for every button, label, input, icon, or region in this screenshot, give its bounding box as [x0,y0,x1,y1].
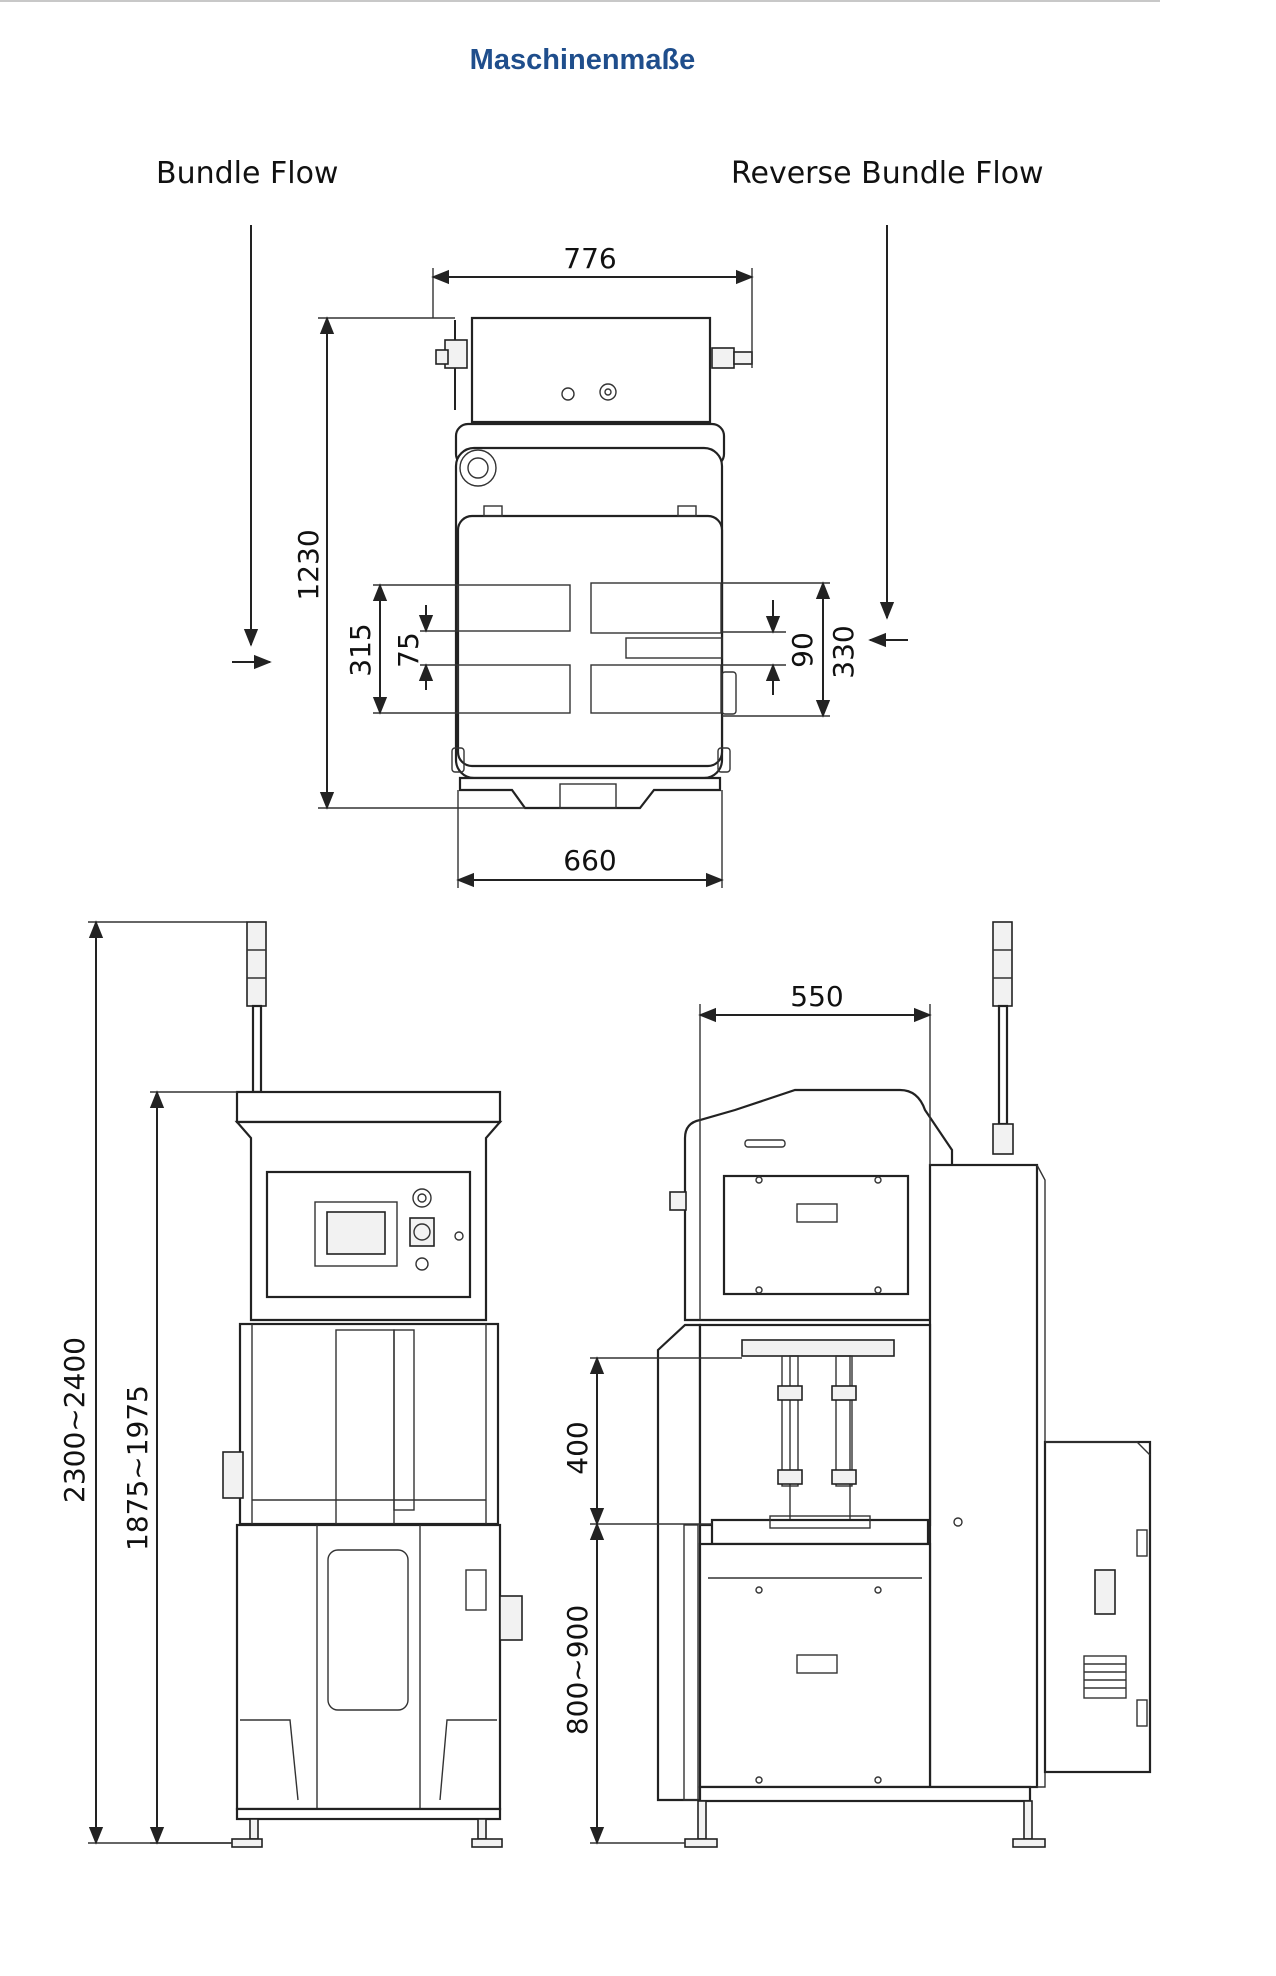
dimension-330: 330 [722,581,860,718]
dim-75-text: 75 [392,632,425,668]
dimension-776: 776 [431,242,754,368]
dimension-400: 400 [561,1356,742,1526]
bundle-flow-label: Bundle Flow [156,156,339,191]
top-view-machine [435,316,753,810]
dimension-90: 90 [722,600,819,695]
dim-800-900-text: 800~900 [561,1605,594,1735]
dimension-2300-2400: 2300~2400 [58,920,247,1845]
dimension-800-900: 800~900 [561,1522,685,1845]
page-title: Maschinenmaße [469,44,696,76]
dimension-660: 660 [456,790,724,888]
dim-315-text: 315 [344,623,377,676]
dim-660-text: 660 [563,844,616,877]
side-view-machine [656,921,1152,1848]
dim-2300-2400-text: 2300~2400 [58,1337,91,1503]
dim-1230-text: 1230 [292,529,325,600]
dimension-315: 315 [344,583,458,715]
dim-90-text: 90 [786,632,819,668]
dim-550-text: 550 [790,980,843,1013]
dimension-550: 550 [698,980,932,1320]
dimension-75: 75 [392,605,458,690]
reverse-bundle-flow-arrow [868,225,908,648]
dimension-1230: 1230 [292,316,525,810]
front-view-machine [222,921,523,1848]
dim-400-text: 400 [561,1421,594,1474]
dim-776-text: 776 [563,242,616,275]
top-divider-line [0,0,1160,2]
dim-330-text: 330 [827,625,860,678]
reverse-bundle-flow-label: Reverse Bundle Flow [731,156,1044,191]
dimension-1875-1975: 1875~1975 [121,1090,237,1845]
dim-1875-1975-text: 1875~1975 [121,1385,154,1551]
bundle-flow-arrow [232,225,272,670]
